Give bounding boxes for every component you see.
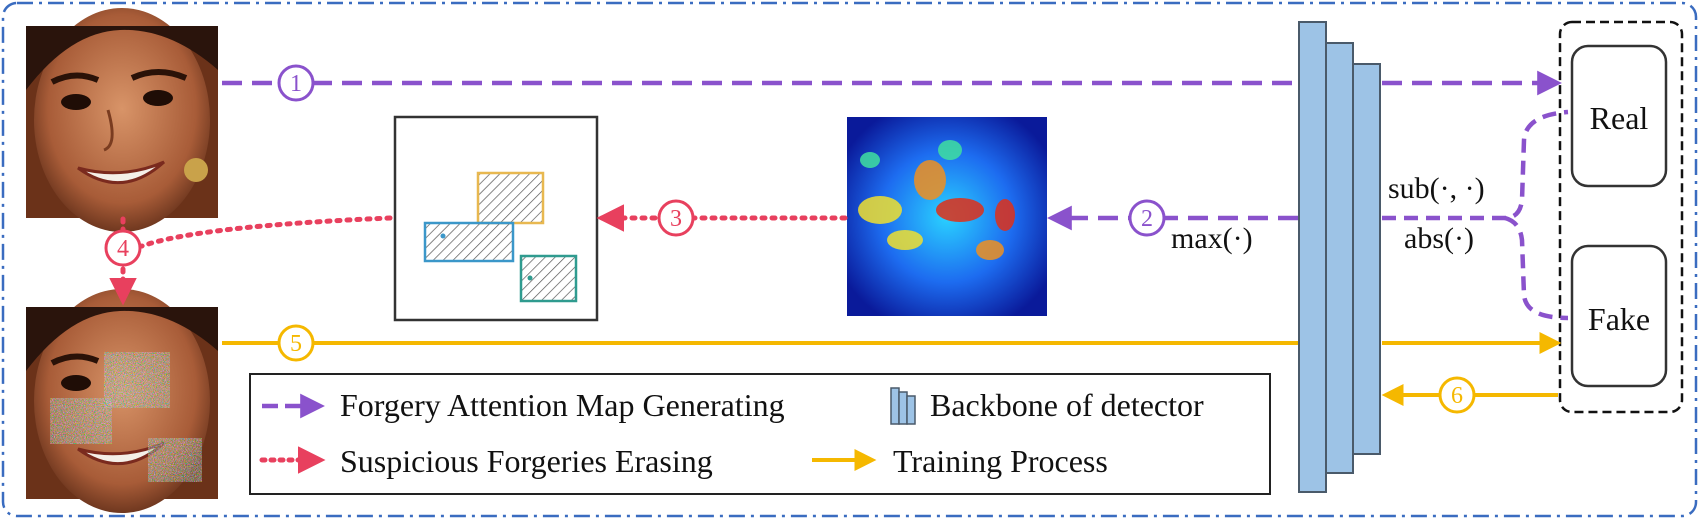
arrow-step-4 <box>139 215 393 249</box>
step-5-label: 5 <box>290 331 302 357</box>
legend-backbone-label: Backbone of detector <box>930 387 1204 423</box>
step-6-circle <box>1438 376 1476 414</box>
abs-op-label: abs(·) <box>1404 222 1474 255</box>
face-image-icon <box>26 8 218 232</box>
output-box <box>1558 20 1684 414</box>
sub-abs-connector <box>1382 109 1569 221</box>
hatch-region-blue <box>423 221 515 263</box>
legend-attention-label: Forgery Attention Map Generating <box>340 387 785 423</box>
fake-label: Fake <box>1588 301 1650 337</box>
step-6-label: 6 <box>1451 383 1463 409</box>
step-3-label: 3 <box>670 206 682 232</box>
step-4-label: 4 <box>117 236 129 262</box>
step-1-circle <box>277 64 315 102</box>
step-1-label: 1 <box>290 71 302 97</box>
legend-backbone-swatch <box>890 387 916 425</box>
step-5-circle <box>277 324 315 362</box>
step-2-label: 2 <box>1141 206 1153 232</box>
real-node <box>1570 44 1668 188</box>
erasing-mask-box <box>393 115 599 322</box>
backbone-layers-icon <box>1298 21 1381 493</box>
sub-op-label: sub(·, ·) <box>1388 172 1485 205</box>
step-3-circle <box>657 199 695 237</box>
fake-node <box>1570 244 1668 388</box>
erased-face-image-icon <box>26 289 218 513</box>
attention-heatmap-icon <box>847 117 1047 316</box>
max-op-label: max(·) <box>1171 222 1253 255</box>
sub-abs-connector-fake <box>1504 215 1569 321</box>
real-label: Real <box>1590 100 1649 136</box>
legend: Forgery Attention Map Generating Backbon… <box>249 373 1271 495</box>
hatch-region-teal <box>519 254 578 303</box>
legend-erasing-label: Suspicious Forgeries Erasing <box>340 443 713 479</box>
step-2-circle <box>1128 199 1166 237</box>
hatch-region-yellow <box>476 171 545 225</box>
step-4-circle <box>104 229 142 267</box>
legend-training-label: Training Process <box>893 443 1108 479</box>
